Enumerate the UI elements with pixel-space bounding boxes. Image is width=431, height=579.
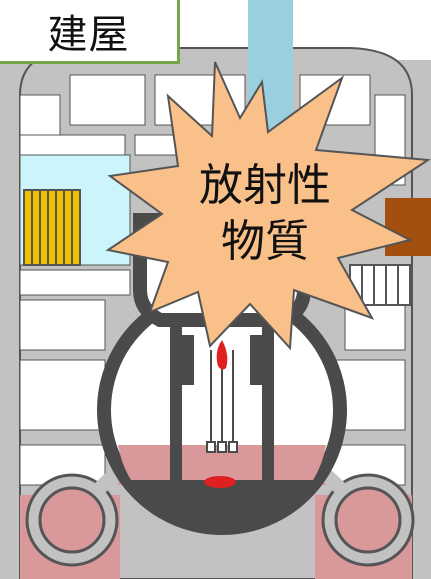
window-cell [69,74,146,126]
leaked-material [204,340,236,488]
suppression-torus [25,449,415,567]
window-cell [19,269,131,296]
building-label-text: 建屋 [47,11,130,58]
window-cell [19,94,61,136]
window-cell [19,299,106,351]
steam-pipe [385,198,431,256]
fuel-pool-icon [23,189,81,266]
window-cell [19,359,106,431]
window-cell [19,134,126,156]
explosion-burst-icon [105,61,431,351]
building-label: 建屋 [0,0,180,64]
